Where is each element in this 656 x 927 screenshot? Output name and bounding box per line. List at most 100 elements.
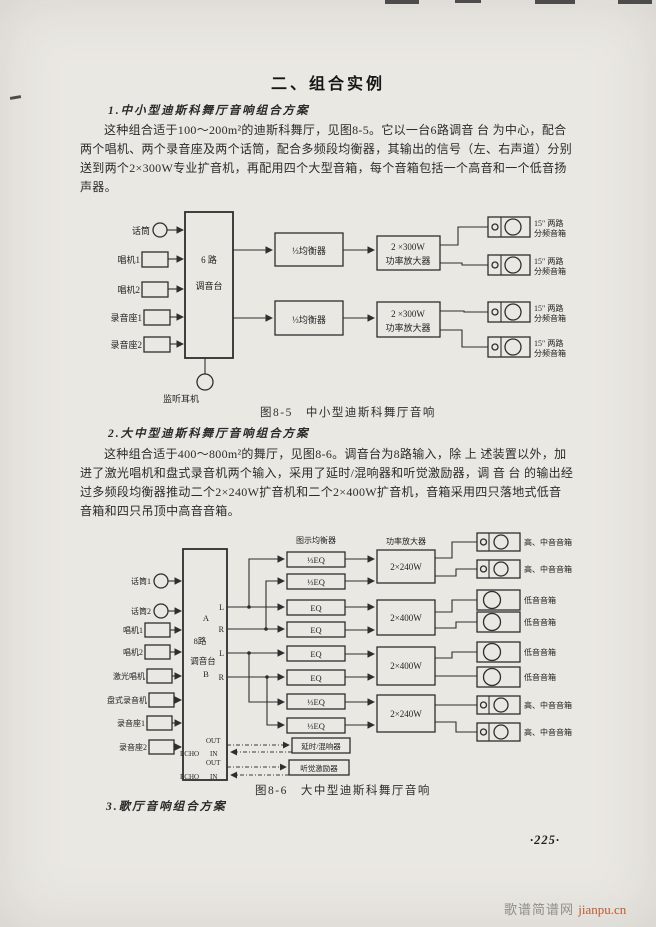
eq-box bbox=[286, 693, 346, 710]
turntable1-label: 唱机1 bbox=[123, 625, 143, 635]
turntable2-icon bbox=[141, 281, 169, 298]
woofer-speaker-icon bbox=[476, 589, 521, 611]
section2-line: 过多频段均衡器推动二个2×240W扩音机和二个2×400W扩音机，音箱采用四只落… bbox=[80, 485, 562, 499]
delay-reverb-box bbox=[291, 737, 351, 754]
section2-line: 这种组合适于400～800m²的舞厅，见图8-6。调音台为8路输入，除 上 述装… bbox=[104, 447, 567, 461]
amp-box-2 bbox=[376, 599, 436, 636]
scan-artifact bbox=[9, 95, 22, 100]
figure1-wires bbox=[167, 226, 488, 374]
eq-box-label: EQ bbox=[310, 673, 321, 683]
amp-box-3 bbox=[376, 646, 436, 686]
headphone-icon bbox=[196, 373, 214, 391]
amp1-power: 2 ×300W bbox=[391, 242, 425, 252]
scan-artifact bbox=[385, 0, 419, 4]
mic1-label: 话筒1 bbox=[131, 576, 151, 586]
echo1-in-label: IN bbox=[210, 750, 217, 758]
out-label-r2: R bbox=[219, 673, 225, 682]
mic2-label: 话筒2 bbox=[131, 606, 151, 616]
figure2-wires bbox=[168, 541, 477, 779]
mixer-box bbox=[184, 211, 234, 359]
amp2-name: 功率放大器 bbox=[385, 322, 430, 333]
figure-8-6-diagram: 图示均衡器 功率放大器 bbox=[107, 532, 572, 781]
eq-box-label: ⅓EQ bbox=[307, 721, 325, 731]
page-title: 二、组合实例 bbox=[270, 76, 385, 93]
eq-box-label: EQ bbox=[310, 649, 321, 659]
mixer-channels: 6 路 bbox=[201, 254, 217, 265]
speaker-label: 高、中音音箱 bbox=[524, 700, 572, 710]
speaker-label: 低音音箱 bbox=[524, 647, 556, 657]
speaker-icon bbox=[487, 301, 531, 323]
exciter-label: 听觉激励器 bbox=[300, 763, 338, 773]
speaker-label: 15″ 两路 bbox=[534, 338, 563, 348]
speaker-label: 分频音箱 bbox=[534, 228, 566, 238]
amp-box-2 bbox=[376, 301, 441, 338]
section1-line: 声器。 bbox=[80, 180, 117, 194]
watermark: 歌谱简谱网 jianpu.cn bbox=[504, 899, 626, 918]
amp2-label: 2×400W bbox=[390, 613, 422, 623]
speaker-label: 低音音箱 bbox=[524, 617, 556, 627]
figure1-caption: 图8-5 中小型迪斯科舞厅音响 bbox=[260, 407, 436, 419]
cd-player-icon bbox=[146, 668, 173, 684]
eq-label: ⅓均衡器 bbox=[292, 314, 326, 325]
mixer-name: 调音台 bbox=[190, 656, 216, 666]
eq-box bbox=[286, 717, 346, 734]
turntable1-label: 唱机1 bbox=[117, 254, 140, 265]
woofer-speaker-icon bbox=[476, 666, 521, 688]
echo2-out-label: OUT bbox=[206, 759, 221, 767]
figure2-caption: 图8-6 大中型迪斯科舞厅音响 bbox=[255, 785, 431, 797]
eq-box-left bbox=[274, 232, 344, 267]
eq-column-header: 图示均衡器 bbox=[296, 535, 336, 545]
mixer-group-b: B bbox=[203, 669, 209, 679]
section2-line: 进了激光唱机和盘式录音机两个输入，采用了延时/混响器和听觉激励器，调 音 台 的… bbox=[80, 466, 574, 480]
delay-reverb-label: 延时/混响器 bbox=[301, 741, 341, 751]
mixer-group-a: A bbox=[203, 613, 210, 623]
eq-box-label: ⅓EQ bbox=[307, 555, 325, 565]
amp2-power: 2 ×300W bbox=[391, 309, 425, 319]
tapedeck1-label: 录音座1 bbox=[117, 718, 145, 728]
speaker-label: 高、中音音箱 bbox=[524, 727, 572, 737]
speaker-label: 低音音箱 bbox=[524, 595, 556, 605]
mixer-name: 调音台 bbox=[195, 280, 222, 291]
turntable1-icon bbox=[144, 622, 171, 638]
scan-artifact bbox=[455, 0, 481, 3]
amp1-label: 2×240W bbox=[390, 562, 422, 572]
amp-box-1 bbox=[376, 549, 436, 584]
speaker-icon bbox=[487, 216, 531, 238]
tapedeck1-icon bbox=[143, 309, 171, 326]
eq-box-label: EQ bbox=[310, 603, 321, 613]
eq-box bbox=[286, 669, 346, 686]
watermark-site-name: 歌谱简谱网 bbox=[504, 902, 579, 917]
section2-line: 音箱和四只吊顶中高音音箱。 bbox=[80, 504, 240, 518]
tapedeck2-label: 录音座2 bbox=[119, 742, 147, 752]
mic-label: 话筒 bbox=[132, 225, 150, 236]
section3-heading: 3.歌厅音响组合方案 bbox=[106, 801, 227, 813]
speaker-label: 低音音箱 bbox=[524, 672, 556, 682]
speaker-label: 高、中音音箱 bbox=[524, 564, 572, 574]
amp1-name: 功率放大器 bbox=[385, 255, 430, 266]
microphone-icon bbox=[152, 222, 168, 238]
amp-box-4 bbox=[376, 694, 436, 733]
tapedeck2-icon bbox=[143, 336, 171, 353]
section1-heading: 1.中小型迪斯科舞厅音响组合方案 bbox=[108, 105, 310, 117]
out-label-r1: R bbox=[219, 625, 225, 634]
turntable2-label: 唱机2 bbox=[123, 647, 143, 657]
cd-player-label: 激光唱机 bbox=[113, 671, 145, 681]
eq-box-label: EQ bbox=[310, 625, 321, 635]
woofer-speaker-icon bbox=[476, 611, 521, 633]
woofer-speaker-icon bbox=[476, 641, 521, 663]
out-label-l1: L bbox=[219, 603, 224, 612]
section1-line: 这种组合适于100～200m²的迪斯科舞厅，见图8-5。它以一台6路调音 台 为… bbox=[104, 123, 567, 137]
eq-box bbox=[286, 573, 346, 590]
monitor-label: 监听耳机 bbox=[163, 393, 199, 404]
turntable2-label: 唱机2 bbox=[117, 284, 140, 295]
echo2-label: ECHO bbox=[180, 773, 199, 781]
echo2-in-label: IN bbox=[210, 773, 217, 781]
turntable1-icon bbox=[141, 251, 169, 268]
reel-recorder-icon bbox=[148, 692, 175, 708]
mixer-channels: 8路 bbox=[194, 636, 207, 646]
speaker-icon bbox=[476, 559, 521, 579]
tapedeck1-label: 录音座1 bbox=[110, 312, 142, 323]
eq-box bbox=[286, 621, 346, 638]
watermark-site-url: jianpu.cn bbox=[578, 902, 627, 917]
